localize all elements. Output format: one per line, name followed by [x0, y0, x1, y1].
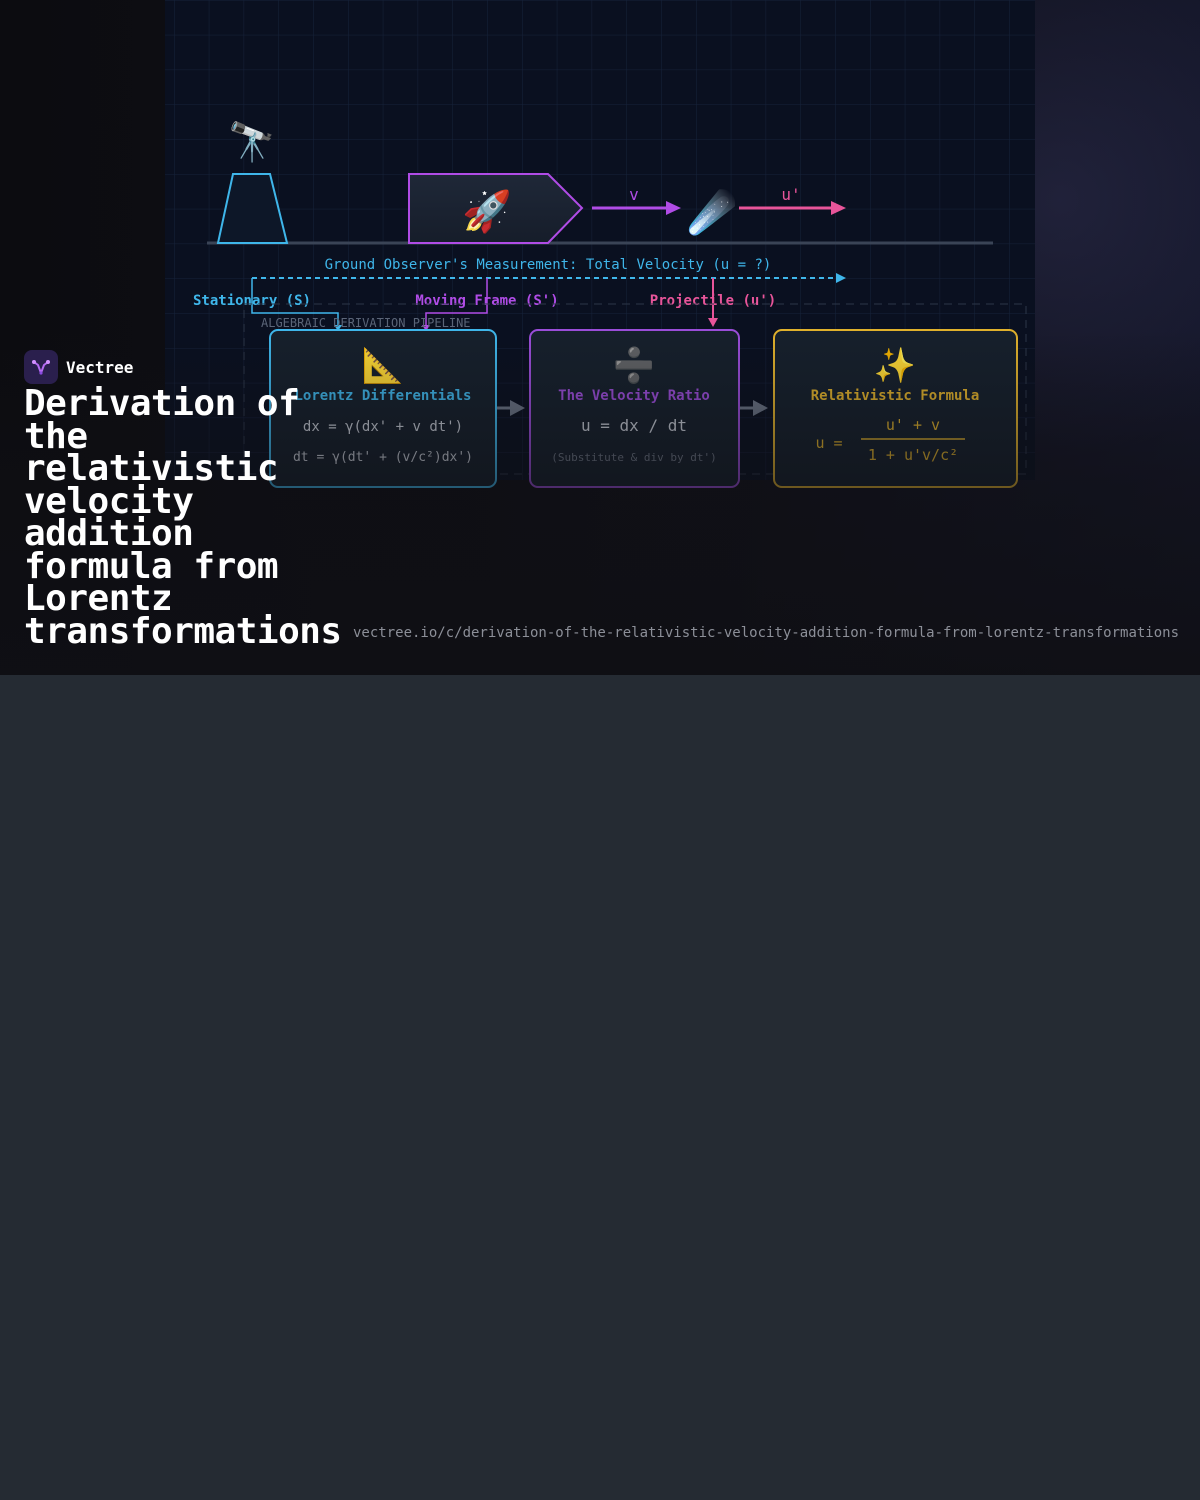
step-note: (Substitute & div by dt'): [551, 451, 717, 464]
ruler-icon: 📐: [362, 346, 404, 386]
pipeline-label: ALGEBRAIC DERIVATION PIPELINE: [261, 316, 471, 330]
page-title: Derivation of the relativistic velocity …: [24, 383, 342, 652]
divide-icon: ➗: [613, 346, 655, 386]
velocity-v-label: v: [629, 185, 639, 204]
observer-platform: [216, 173, 289, 244]
brand-name: Vectree: [66, 357, 134, 377]
frame-label-moving: Moving Frame (S'): [415, 293, 558, 309]
connector-moving: [425, 278, 488, 330]
measurement-arrowhead: [836, 273, 846, 283]
pipeline-step-relativistic-formula: ✨ Relativistic Formula u = u' + v 1 + u'…: [773, 329, 1018, 488]
connector-moving-head: [422, 325, 430, 331]
brand: Vectree: [24, 350, 133, 384]
step-formula-ratio: u = dx / dt: [581, 416, 687, 435]
frame-label-stationary: Stationary (S): [193, 293, 311, 309]
formula-lhs: u =: [815, 434, 842, 452]
formula-denominator: 1 + u'v/c²: [868, 446, 958, 464]
sparkles-icon: ✨: [874, 346, 916, 386]
hero-banner: 🔭 🚀 v ☄️ u' Ground Observer's Measuremen…: [0, 0, 1200, 675]
step-title: The Velocity Ratio: [558, 388, 710, 404]
measurement-label: Ground Observer's Measurement: Total Vel…: [325, 257, 772, 273]
formula-numerator: u' + v: [886, 416, 940, 434]
connector-stationary: [251, 278, 339, 330]
velocity-u-prime-arrowhead: [831, 201, 846, 215]
connector-stationary-head: [334, 325, 342, 331]
velocity-v-arrowhead: [666, 201, 681, 215]
telescope-icon: 🔭: [228, 120, 275, 164]
comet-icon: ☄️: [687, 187, 737, 238]
vectree-logo-icon: [24, 350, 58, 384]
pipeline-step-velocity-ratio: ➗ The Velocity Ratio u = dx / dt (Substi…: [529, 329, 740, 488]
frame-label-projectile: Projectile (u'): [650, 293, 776, 309]
rocket-icon: 🚀: [462, 188, 512, 235]
page-url[interactable]: vectree.io/c/derivation-of-the-relativis…: [353, 625, 1180, 641]
connector-projectile-head: [708, 318, 718, 327]
velocity-u-prime-label: u': [781, 185, 800, 204]
step-title: Relativistic Formula: [811, 388, 980, 404]
rocket-frame: [408, 173, 584, 244]
